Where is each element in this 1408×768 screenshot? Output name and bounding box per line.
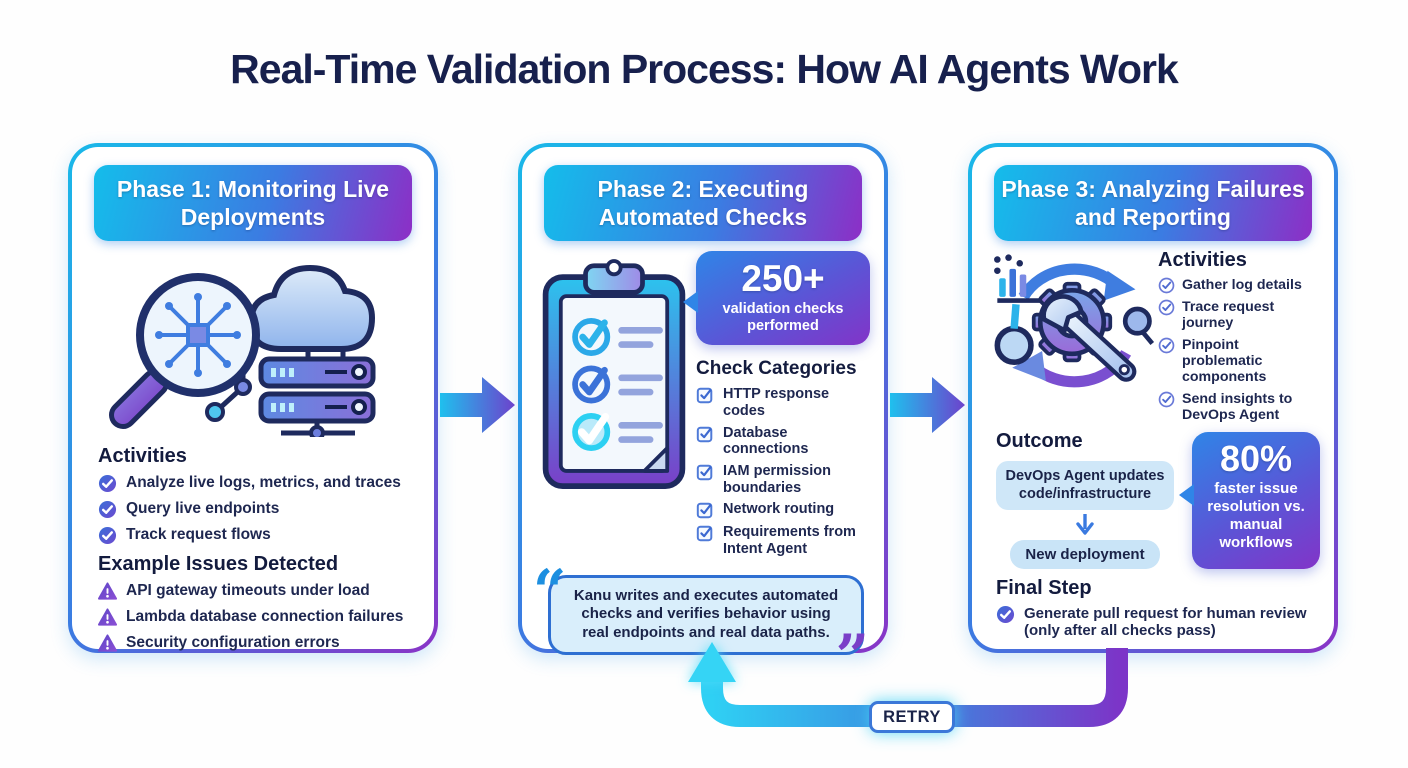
check-categories-title: Check Categories xyxy=(696,358,857,380)
phase3-outcome-section: Outcome DevOps Agent updates code/infras… xyxy=(972,428,1334,570)
check-circle-icon xyxy=(98,501,117,519)
warning-triangle-icon xyxy=(98,608,117,626)
phase1-header: Phase 1: Monitoring Live Deployments xyxy=(94,165,412,242)
phase2-body: 250+ validation checks performed Check C… xyxy=(522,241,884,562)
phase3-activities: Activities Gather log details Trace requ… xyxy=(1156,247,1320,428)
list-item: IAM permission boundaries xyxy=(696,463,870,496)
list-item-label: Security configuration errors xyxy=(126,634,340,652)
list-item: Trace request journey xyxy=(1158,299,1320,332)
badge-value: 80% xyxy=(1219,438,1293,480)
list-item-label: Pinpoint problematic components xyxy=(1182,336,1267,386)
list-item-label: Lambda database connection failures xyxy=(126,608,404,626)
checkbox-icon xyxy=(696,387,713,404)
list-item: Query live endpoints xyxy=(98,500,408,519)
checkbox-icon xyxy=(696,464,713,481)
check-circle-outline-icon xyxy=(1158,277,1175,294)
phase1-issues-list: API gateway timeouts under load Lambda d… xyxy=(98,582,408,653)
list-item: Gather log details xyxy=(1158,277,1320,294)
phase3-card-inner: Phase 3: Analyzing Failures and Reportin… xyxy=(972,147,1334,649)
final-step-title: Final Step xyxy=(996,577,1092,600)
check-circle-icon xyxy=(996,606,1015,624)
badge-value: 250+ xyxy=(741,258,825,300)
list-item: API gateway timeouts under load xyxy=(98,582,408,601)
list-item-label: Requirements from Intent Agent xyxy=(723,524,856,557)
list-item: Network routing xyxy=(696,501,870,519)
phase1-activities-list: Analyze live logs, metrics, and traces Q… xyxy=(98,474,408,545)
phase1-activities-title: Activities xyxy=(98,445,187,468)
faster-resolution-badge: 80% faster issue resolution vs. manual w… xyxy=(1179,432,1320,570)
outcome-flow: Outcome DevOps Agent updates code/infras… xyxy=(996,430,1174,570)
check-categories-list: HTTP response codes Database connections… xyxy=(696,386,870,557)
outcome-step-box: DevOps Agent updates code/infrastructure xyxy=(996,461,1174,511)
down-arrow-icon xyxy=(1076,514,1094,535)
phase2-header: Phase 2: Executing Automated Checks xyxy=(544,165,862,242)
list-item-label: Analyze live logs, metrics, and traces xyxy=(126,474,401,492)
list-item-label: Query live endpoints xyxy=(126,500,280,518)
phase1-card: Phase 1: Monitoring Live Deployments xyxy=(68,143,438,653)
checkbox-icon xyxy=(696,525,713,542)
warning-triangle-icon xyxy=(98,634,117,652)
list-item: Pinpoint problematic components xyxy=(1158,337,1320,386)
badge-label: validation checks performed xyxy=(722,300,844,335)
check-circle-icon xyxy=(98,475,117,493)
monitoring-magnifier-cloud-servers-icon xyxy=(109,265,376,438)
page-title: Real-Time Validation Process: How AI Age… xyxy=(230,46,1179,92)
list-item-label: HTTP response codes xyxy=(723,386,830,419)
phase3-final-section: Final Step Generate pull request for hum… xyxy=(972,569,1334,640)
checklist-clipboard-icon xyxy=(542,259,686,490)
list-item-label: Generate pull request for human review (… xyxy=(1024,605,1307,640)
list-item-label: Track request flows xyxy=(126,526,271,544)
phase3-card: Phase 3: Analyzing Failures and Reportin… xyxy=(968,143,1338,653)
new-deployment-pill: New deployment xyxy=(1010,540,1160,570)
list-item-label: API gateway timeouts under load xyxy=(126,582,370,600)
phase3-activities-title: Activities xyxy=(1158,249,1247,272)
right-arrow-icon xyxy=(890,377,965,433)
open-quote-icon: “ xyxy=(533,556,567,625)
badge-tail xyxy=(683,291,698,314)
retry-badge: RETRY xyxy=(869,701,955,733)
list-item: Generate pull request for human review (… xyxy=(996,605,1314,640)
badge-tail xyxy=(1179,484,1194,507)
list-item-label: Network routing xyxy=(723,501,835,518)
phase1-body: Activities Analyze live logs, metrics, a… xyxy=(72,445,434,653)
warning-triangle-icon xyxy=(98,582,117,600)
analysis-gear-wrench-icon xyxy=(994,254,1155,388)
checkbox-icon xyxy=(696,502,713,519)
right-arrow-icon xyxy=(440,377,515,433)
phase3-header: Phase 3: Analyzing Failures and Reportin… xyxy=(994,165,1312,242)
list-item-label: Send insights to DevOps Agent xyxy=(1182,390,1293,424)
validation-count-badge: 250+ validation checks performed xyxy=(683,251,870,346)
check-circle-outline-icon xyxy=(1158,299,1175,316)
phase3-body: Activities Gather log details Trace requ… xyxy=(972,241,1334,428)
list-item: Lambda database connection failures xyxy=(98,608,408,627)
list-item-label: Gather log details xyxy=(1182,277,1302,294)
list-item-label: IAM permission boundaries xyxy=(723,462,831,496)
list-item: HTTP response codes xyxy=(696,386,870,419)
list-item: Send insights to DevOps Agent xyxy=(1158,391,1320,424)
check-circle-outline-icon xyxy=(1158,337,1175,354)
check-circle-outline-icon xyxy=(1158,391,1175,408)
agent-quote: “ Kanu writes and executes automated che… xyxy=(533,562,869,685)
list-item-label: Trace request journey xyxy=(1182,299,1275,332)
phase2-card-inner: Phase 2: Executing Automated Checks xyxy=(522,147,884,685)
quote-text: Kanu writes and executes automated check… xyxy=(573,586,839,642)
list-item: Security configuration errors xyxy=(98,634,408,653)
phase1-issues-title: Example Issues Detected xyxy=(98,553,339,576)
list-item: Requirements from Intent Agent xyxy=(696,524,870,557)
check-circle-icon xyxy=(98,527,117,545)
badge-label: faster issue resolution vs. manual workf… xyxy=(1207,480,1305,552)
close-quote-icon: ” xyxy=(835,621,869,690)
checkbox-icon xyxy=(696,426,713,442)
outcome-title: Outcome xyxy=(996,430,1083,453)
phase2-card: Phase 2: Executing Automated Checks xyxy=(518,143,888,685)
phase3-activities-list: Gather log details Trace request journey… xyxy=(1158,277,1320,423)
phase2-right-column: 250+ validation checks performed Check C… xyxy=(683,251,870,562)
phase1-card-inner: Phase 1: Monitoring Live Deployments xyxy=(72,147,434,652)
list-item: Analyze live logs, metrics, and traces xyxy=(98,474,408,493)
list-item: Track request flows xyxy=(98,526,408,545)
list-item-label: Database connections xyxy=(723,424,809,458)
list-item: Database connections xyxy=(696,425,870,458)
